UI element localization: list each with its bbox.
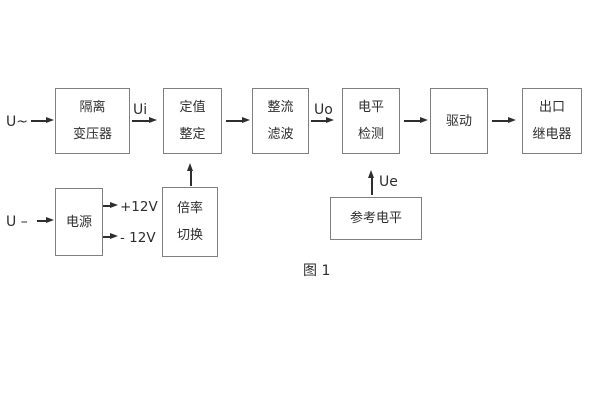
label-signal-uo: Uo bbox=[314, 102, 333, 118]
block-label: 检测 bbox=[357, 127, 384, 142]
arrow-ac-to-isolation bbox=[31, 117, 54, 123]
block-drive: 驱动 bbox=[430, 88, 488, 154]
block-label: 电平 bbox=[357, 100, 384, 115]
block-label: 继电器 bbox=[532, 127, 572, 142]
block-level-detect: 电平 检测 bbox=[342, 88, 400, 154]
arrow-head-icon bbox=[46, 217, 54, 223]
block-label: 滤波 bbox=[267, 127, 294, 142]
arrow-head-icon bbox=[149, 117, 157, 123]
block-output-relay: 出口 继电器 bbox=[522, 88, 582, 154]
arrow-power-minus12 bbox=[103, 233, 118, 239]
arrow-head-icon bbox=[110, 202, 118, 208]
figure-caption: 图 1 bbox=[303, 263, 331, 279]
arrow-power-plus12 bbox=[103, 202, 118, 208]
block-rectifier-filter: 整流 滤波 bbox=[252, 88, 309, 154]
block-label: 隔离 bbox=[79, 100, 106, 115]
arrow-head-icon bbox=[326, 117, 334, 123]
arrow-uo-rectifier-to-level bbox=[311, 117, 334, 123]
block-label: 定值 bbox=[179, 100, 206, 115]
arrow-head-icon bbox=[420, 117, 428, 123]
label-minus-12v: - 12V bbox=[120, 230, 156, 246]
block-label: 整定 bbox=[179, 127, 206, 142]
arrow-dc-to-power bbox=[37, 217, 54, 223]
arrow-head-icon bbox=[508, 117, 516, 123]
arrow-head-icon bbox=[110, 233, 118, 239]
arrow-head-icon bbox=[242, 117, 250, 123]
block-label: 参考电平 bbox=[349, 211, 402, 226]
label-signal-ue: Ue bbox=[379, 174, 398, 190]
arrow-shaft bbox=[190, 168, 192, 186]
arrow-head-icon bbox=[187, 163, 193, 171]
arrow-shaft bbox=[132, 120, 152, 122]
arrow-level-to-drive bbox=[404, 117, 428, 123]
block-setting-adjust: 定值 整定 bbox=[163, 88, 222, 154]
arrow-setting-to-rectifier bbox=[226, 117, 250, 123]
arrow-shaft bbox=[31, 120, 49, 122]
block-isolation-transformer: 隔离 变压器 bbox=[55, 88, 130, 154]
arrow-shaft bbox=[37, 220, 49, 222]
arrow-shaft bbox=[492, 120, 511, 122]
block-label: 出口 bbox=[538, 100, 565, 115]
block-label: 变压器 bbox=[72, 127, 112, 142]
arrow-ratio-to-setting bbox=[187, 163, 193, 186]
arrow-shaft bbox=[103, 205, 113, 207]
block-label: 切换 bbox=[176, 228, 203, 243]
arrow-shaft bbox=[103, 236, 113, 238]
block-label: 倍率 bbox=[176, 201, 203, 216]
arrow-shaft bbox=[371, 175, 373, 195]
block-label: 驱动 bbox=[445, 113, 472, 129]
block-reference-level: 参考电平 bbox=[330, 197, 422, 240]
label-ac-input: U~ bbox=[6, 114, 28, 130]
arrow-ue-reference-to-level bbox=[368, 170, 374, 195]
label-plus-12v: +12V bbox=[120, 199, 158, 215]
arrow-ui-isolation-to-setting bbox=[132, 117, 157, 123]
arrow-head-icon bbox=[46, 117, 54, 123]
block-label: 电源 bbox=[65, 214, 92, 230]
block-power: 电源 bbox=[55, 188, 103, 256]
block-label: 整流 bbox=[267, 100, 294, 115]
label-signal-ui: Ui bbox=[133, 102, 148, 118]
arrow-shaft bbox=[311, 120, 329, 122]
arrow-shaft bbox=[404, 120, 423, 122]
block-ratio-switch: 倍率 切换 bbox=[162, 187, 218, 257]
label-dc-input: U – bbox=[6, 214, 28, 230]
arrow-shaft bbox=[226, 120, 245, 122]
arrow-drive-to-relay bbox=[492, 117, 516, 123]
arrow-head-icon bbox=[368, 170, 374, 178]
